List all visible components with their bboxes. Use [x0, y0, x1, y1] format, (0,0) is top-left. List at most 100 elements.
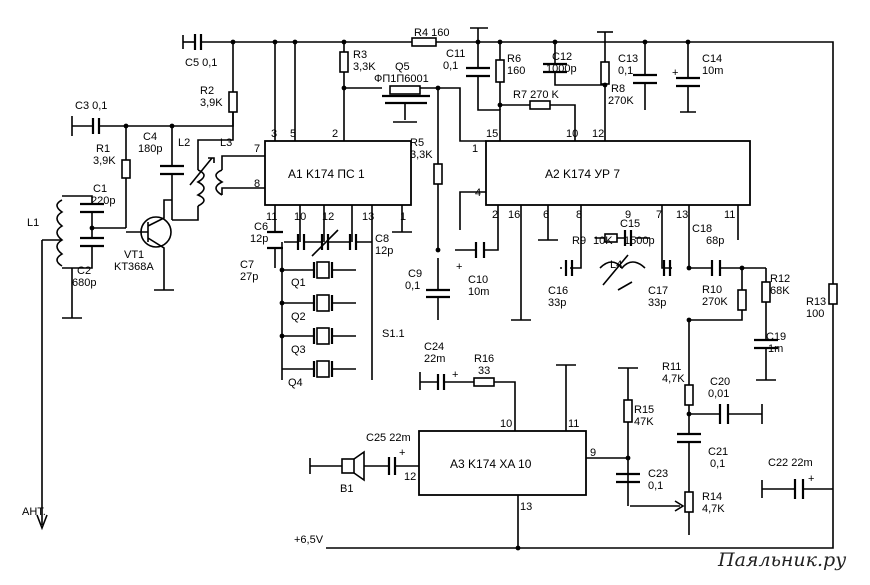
a1-pin-5: 5 [290, 128, 296, 140]
label-c23-value: 0,1 [648, 480, 663, 492]
label-c16-value: 33p [548, 297, 566, 309]
capacitor-c18 [710, 260, 722, 276]
label-r1-value: 3,9K [93, 155, 116, 167]
l2-tuning-arrow [189, 157, 215, 186]
speaker-cone [353, 450, 365, 482]
label-c8-value: 12p [375, 245, 393, 257]
inductor-l4 [599, 261, 646, 270]
vt1-leads [126, 199, 172, 275]
crystal-q3 [282, 327, 356, 345]
a2-pin16-ground [511, 205, 531, 321]
label-c12: C12 [552, 51, 572, 63]
vt1-emitter-ground [154, 275, 174, 291]
label-c2: C2 [77, 265, 91, 277]
chip-a2 [485, 140, 751, 206]
capacitor-c6 [296, 234, 306, 250]
l1-c1-c2-wire [62, 195, 93, 269]
chip-a3 [418, 430, 587, 496]
label-q4: Q4 [288, 377, 303, 389]
resistor-r3 [339, 51, 349, 73]
l1-ground [62, 268, 82, 319]
label-r16-value: 33 [478, 365, 490, 377]
capacitor-c21 [677, 432, 701, 444]
a3-pin13-wire [326, 495, 519, 549]
label-q3: Q3 [291, 344, 306, 356]
antenna-arrow [36, 514, 48, 531]
capacitor-c2 [80, 236, 104, 248]
resistor-r7 [529, 100, 551, 110]
label-r3: R3 [353, 49, 367, 61]
svg-text:+: + [808, 473, 814, 485]
capacitor-c20 [718, 404, 730, 424]
c19-ground [756, 348, 776, 381]
label-c13-value: 0,1 [618, 65, 633, 77]
label-q1: Q1 [291, 277, 306, 289]
label-c20: C20 [710, 376, 730, 388]
c24-ground [419, 372, 438, 390]
capacitor-c8 [348, 234, 358, 250]
a2-pin-6: 6 [543, 209, 549, 221]
label-l2: L2 [178, 137, 190, 149]
a2-pin-16: 16 [508, 209, 520, 221]
resistor-r15 [623, 399, 633, 423]
label-r10-value: 270K [702, 296, 728, 308]
label-c17-value: 33p [648, 297, 666, 309]
label-c9-value: 0,1 [405, 280, 420, 292]
label-q2: Q2 [291, 311, 306, 323]
speaker-wire [309, 458, 376, 474]
l2-wire [172, 139, 225, 221]
c20-wire [689, 404, 763, 424]
c7-trim-arrow [311, 229, 339, 257]
capacitor-c4 [160, 164, 184, 176]
capacitor-c14 [676, 76, 700, 88]
svg-text:+: + [456, 261, 462, 273]
a2-pin4-wire [459, 191, 486, 230]
label-c12-value: 1000p [546, 63, 577, 75]
label-r16: R16 [474, 353, 494, 365]
label-r9: R9 [572, 235, 586, 247]
label-r6: R6 [507, 53, 521, 65]
junction-dots [89, 39, 745, 551]
label-c24-value: 22m [424, 353, 445, 365]
label-r13: R13 [806, 296, 826, 308]
resistor-r5 [433, 163, 443, 185]
a1-pin-2: 2 [332, 128, 338, 140]
a3-pin-11: 11 [568, 418, 579, 430]
crystal-q4 [282, 360, 356, 378]
r15-wire [618, 367, 638, 488]
label-r10: R10 [702, 284, 722, 296]
label-c10-value: 10m [468, 286, 489, 298]
c11-wire [477, 42, 501, 141]
label-r4: R4 160 [414, 27, 449, 39]
label-l3: L3 [220, 137, 232, 149]
capacitor-c24 [436, 374, 446, 390]
a1-pin-13: 13 [362, 211, 374, 223]
c14-wire [680, 42, 696, 113]
a1-pin-7: 7 [254, 143, 260, 155]
a2-pin-1: 1 [472, 143, 478, 155]
label-c6: C6 [254, 221, 268, 233]
a1-pin-12: 12 [322, 211, 334, 223]
a2-pin7-wire [661, 205, 672, 269]
label-c17: C17 [648, 285, 668, 297]
label-r6-value: 160 [507, 65, 525, 77]
capacitor-c3 [91, 118, 101, 134]
label-r2: R2 [200, 85, 214, 97]
a1-pin1-ground [392, 205, 412, 233]
label-c7: C7 [240, 259, 254, 271]
label-r11: R11 [662, 361, 681, 373]
label-c4-value: 180p [138, 143, 162, 155]
a2-pin-4: 4 [475, 187, 481, 199]
resistor-r13 [828, 283, 838, 305]
capacitor-c13 [633, 73, 657, 85]
label-supply: +6,5V [294, 534, 324, 546]
filter-q5 [382, 94, 430, 105]
filter-q5-body [389, 85, 421, 95]
a1-pin-10: 10 [294, 211, 306, 223]
label-c8: C8 [375, 233, 389, 245]
capacitor-c11 [466, 66, 490, 78]
label-r2-value: 3,9K [200, 97, 223, 109]
label-c11-value: 0,1 [443, 60, 458, 72]
inductor-l3 [215, 169, 224, 196]
label-r14-value: 4,7K [702, 503, 725, 515]
